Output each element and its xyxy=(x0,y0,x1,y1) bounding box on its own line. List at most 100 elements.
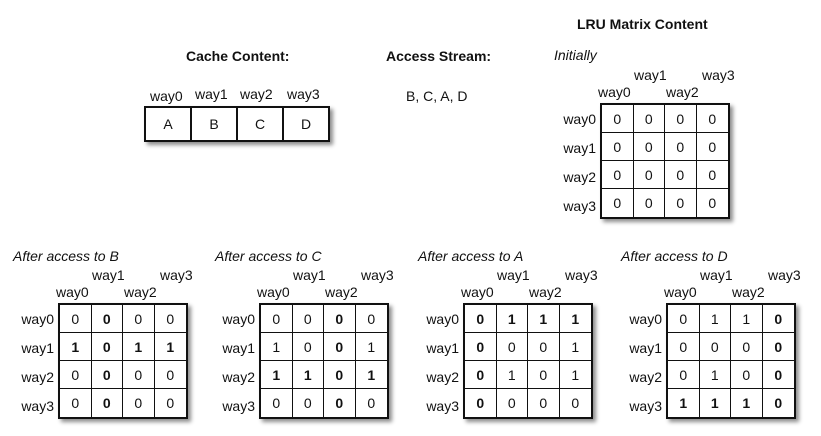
row-label-way2: way2 xyxy=(563,169,596,185)
matrix-cell: 1 xyxy=(355,333,387,361)
cache-way1-label: way1 xyxy=(195,86,228,102)
column-label-way2: way2 xyxy=(666,84,699,100)
cache-cell-way3: D xyxy=(300,116,312,132)
matrix-cell: 1 xyxy=(496,305,528,333)
matrix-cell: 0 xyxy=(633,105,665,133)
matrix-cell: 1 xyxy=(700,389,731,417)
matrix-cell: 0 xyxy=(292,333,324,361)
column-label-way0: way0 xyxy=(461,284,494,300)
matrix-cell: 0 xyxy=(634,189,665,217)
matrix-cell: 1 xyxy=(699,361,731,389)
matrix-cell: 0 xyxy=(92,389,123,417)
column-label-way0: way0 xyxy=(598,84,631,100)
column-label-way1: way1 xyxy=(497,267,530,283)
matrix-cell: 0 xyxy=(699,333,731,361)
cache-cell-way2: C xyxy=(238,108,284,140)
matrix-cell: 1 xyxy=(528,305,560,333)
matrix-cell: 0 xyxy=(60,361,92,389)
matrix-cell: 0 xyxy=(166,395,175,411)
matrix-caption-after-a: After access to A xyxy=(418,248,524,264)
row-label-way3: way3 xyxy=(629,398,662,414)
matrix-cell: 0 xyxy=(774,395,783,411)
matrix-cell: 1 xyxy=(355,361,387,389)
matrix-cell: 0 xyxy=(324,333,356,361)
matrix-cell: 0 xyxy=(528,389,560,417)
matrix-cell: 1 xyxy=(731,389,763,417)
column-label-way3: way3 xyxy=(768,267,801,283)
matrix-cell: 0 xyxy=(602,161,634,189)
matrix-cell: 1 xyxy=(559,305,591,333)
matrix-cell: 0 xyxy=(292,305,324,333)
matrix-cell: 0 xyxy=(497,389,528,417)
column-label-way3: way3 xyxy=(160,267,193,283)
matrix-cell: 0 xyxy=(60,305,92,333)
matrix-cell: 0 xyxy=(665,161,697,189)
matrix-cell: 0 xyxy=(665,189,697,217)
matrix-cell: 0 xyxy=(465,389,497,417)
cache-content-title: Cache Content: xyxy=(186,48,290,64)
matrix-cell: 0 xyxy=(731,333,763,361)
matrix-cell: 1 xyxy=(668,389,700,417)
matrix-cell: 0 xyxy=(668,333,700,361)
column-label-way2: way2 xyxy=(325,284,358,300)
matrix-cell: 1 xyxy=(559,361,591,389)
matrix-cell: 0 xyxy=(633,161,665,189)
matrix-cell: 0 xyxy=(60,389,92,417)
matrix-cell: 0 xyxy=(668,361,700,389)
row-label-way0: way0 xyxy=(563,111,596,127)
matrix-cell: 0 xyxy=(91,305,123,333)
column-label-way3: way3 xyxy=(702,67,735,83)
matrix-cell: 0 xyxy=(633,133,665,161)
matrix-cell: 0 xyxy=(762,305,794,333)
column-label-way0: way0 xyxy=(664,284,697,300)
matrix-cell: 0 xyxy=(465,361,497,389)
column-label-way0: way0 xyxy=(56,284,89,300)
column-label-way1: way1 xyxy=(293,267,326,283)
matrix-caption-after-d: After access to D xyxy=(621,248,728,264)
matrix-cell: 0 xyxy=(496,333,528,361)
row-label-way2: way2 xyxy=(629,369,662,385)
matrix-cell: 0 xyxy=(355,305,387,333)
matrix-cell: 1 xyxy=(261,333,293,361)
cache-cell-way0: A xyxy=(146,108,192,140)
matrix-cell: 0 xyxy=(762,333,794,361)
cache-way3-label: way3 xyxy=(287,86,320,102)
row-label-way3: way3 xyxy=(21,398,54,414)
row-label-way1: way1 xyxy=(629,340,662,356)
row-label-way3: way3 xyxy=(222,398,255,414)
cache-way2-label: way2 xyxy=(240,86,273,102)
cache-content-row: A B C D xyxy=(144,106,330,142)
matrix-cell: 0 xyxy=(602,189,634,217)
matrix-cell: 0 xyxy=(602,133,634,161)
matrix-cell: 0 xyxy=(465,305,497,333)
lru-matrix-title: LRU Matrix Content xyxy=(577,16,708,32)
matrix-cell: 0 xyxy=(528,361,560,389)
row-label-way1: way1 xyxy=(222,340,255,356)
matrix-cell: 0 xyxy=(731,361,763,389)
matrix-cell: 1 xyxy=(559,333,591,361)
row-label-way0: way0 xyxy=(21,311,54,327)
matrix-caption-after-b: After access to B xyxy=(13,248,119,264)
matrix-cell: 0 xyxy=(696,105,728,133)
column-label-way1: way1 xyxy=(700,267,733,283)
matrix-caption-initially: Initially xyxy=(554,47,597,63)
matrix-cell: 0 xyxy=(324,305,356,333)
row-label-way0: way0 xyxy=(629,311,662,327)
matrix-cell: 1 xyxy=(123,333,155,361)
matrix-cell: 0 xyxy=(665,133,697,161)
row-label-way3: way3 xyxy=(426,398,459,414)
cache-cell-way1: B xyxy=(192,108,238,140)
matrix-cell: 0 xyxy=(123,305,155,333)
matrix-cell: 1 xyxy=(154,333,186,361)
matrix-cell: 0 xyxy=(665,105,697,133)
matrix-cell: 0 xyxy=(324,389,356,417)
matrix-cell: 0 xyxy=(261,305,293,333)
matrix-cell: 0 xyxy=(123,361,155,389)
matrix-cell: 0 xyxy=(91,333,123,361)
matrix-cell: 0 xyxy=(696,133,728,161)
matrix-cell: 1 xyxy=(60,333,92,361)
